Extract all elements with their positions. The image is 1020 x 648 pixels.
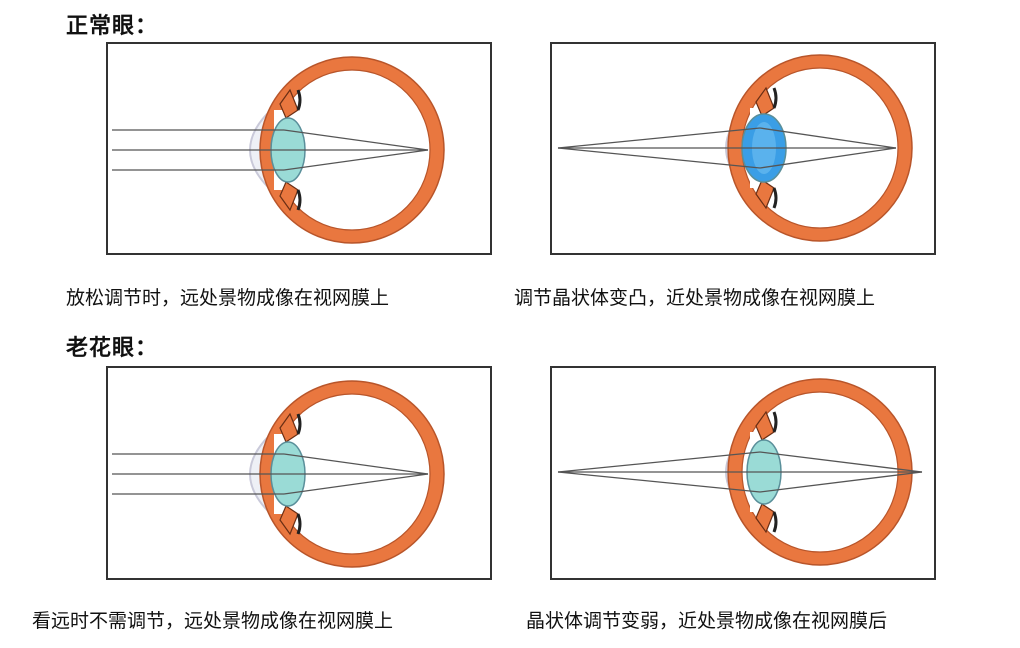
diagram-panel-normal-far xyxy=(106,42,492,255)
ciliary-upper xyxy=(772,411,778,433)
eye-diagram-svg xyxy=(112,56,445,244)
refracted-light-ray xyxy=(283,453,429,475)
refracted-light-ray xyxy=(759,451,923,473)
refracted-light-ray xyxy=(759,127,897,149)
incoming-light-ray xyxy=(557,127,761,149)
refracted-light-ray xyxy=(283,149,429,171)
section-title-normal-eye: 正常眼： xyxy=(66,14,159,39)
refracted-light-ray xyxy=(759,147,897,169)
ciliary-upper xyxy=(296,413,302,435)
diagram-panel-presbyopia-near xyxy=(550,366,936,580)
ciliary-upper xyxy=(772,87,778,109)
incoming-light-ray xyxy=(557,147,761,169)
incoming-light-ray xyxy=(557,471,761,493)
refracted-light-ray xyxy=(283,473,429,495)
diagram-panel-normal-near xyxy=(550,42,936,255)
diagram-panel-presbyopia-far xyxy=(106,366,492,580)
eye-diagram-svg xyxy=(557,54,913,242)
ciliary-upper xyxy=(296,89,302,111)
ciliary-lower xyxy=(772,511,778,533)
caption-presbyopia-near: 晶状体调节变弱，近处景物成像在视网膜后 xyxy=(526,610,888,632)
incoming-light-ray xyxy=(557,451,761,473)
section-title-presbyopia: 老花眼： xyxy=(66,336,159,361)
refracted-light-ray xyxy=(283,129,429,151)
eye-diagram-svg xyxy=(557,378,923,566)
ciliary-lower xyxy=(772,187,778,209)
ciliary-lower xyxy=(296,189,302,211)
caption-presbyopia-far: 看远时不需调节，远处景物成像在视网膜上 xyxy=(32,610,394,632)
ciliary-lower xyxy=(296,513,302,535)
refracted-light-ray xyxy=(759,471,923,493)
eye-diagram-svg xyxy=(112,380,445,568)
caption-normal-near: 调节晶状体变凸，近处景物成像在视网膜上 xyxy=(514,287,876,309)
caption-normal-far: 放松调节时，远处景物成像在视网膜上 xyxy=(66,287,390,309)
